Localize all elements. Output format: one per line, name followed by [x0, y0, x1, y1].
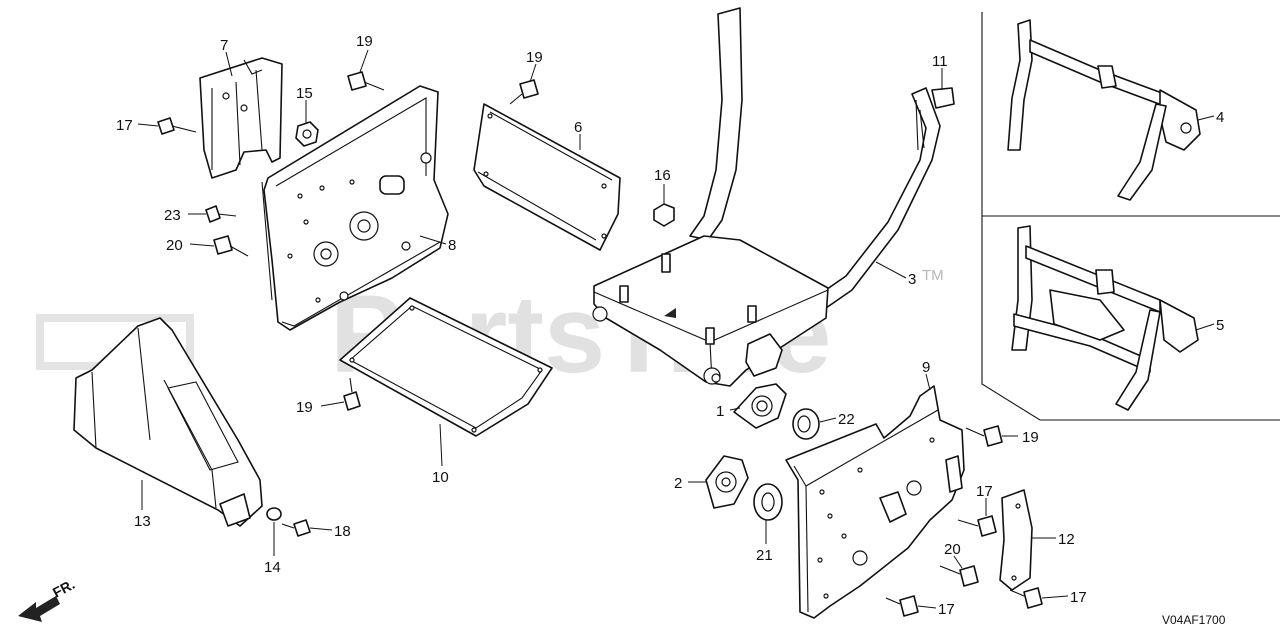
figure-code: V04AF1700	[1162, 613, 1226, 627]
leader-lines	[137, 49, 1215, 609]
callout-23: 23	[164, 207, 181, 224]
part-13-belt-cover[interactable]	[73, 317, 263, 527]
callout-22: 22	[838, 411, 855, 428]
part-21-bearing[interactable]	[753, 483, 783, 521]
part-3-gear-housing[interactable]	[592, 235, 829, 387]
callout-20-right: 20	[944, 541, 961, 558]
callout-10: 10	[432, 469, 449, 486]
part-10-gasket[interactable]	[339, 297, 553, 437]
callout-19-right: 19	[1022, 429, 1039, 446]
part-5-control-assembly[interactable]	[1011, 225, 1199, 411]
callout-17-bottom: 17	[938, 601, 955, 618]
callout-17-mid: 17	[976, 483, 993, 500]
callout-7: 7	[220, 37, 228, 54]
part-22-bearing[interactable]	[792, 408, 820, 440]
bolt-17-right[interactable]	[1009, 587, 1043, 609]
part-7-bracket[interactable]	[199, 57, 283, 179]
callout-17-right: 17	[1070, 589, 1087, 606]
bolt-19-top[interactable]	[347, 71, 385, 91]
front-direction-indicator: FR.	[18, 576, 77, 622]
bolt-23[interactable]	[205, 205, 237, 223]
callout-14: 14	[264, 559, 281, 576]
bolt-17-mid[interactable]	[957, 515, 997, 537]
callout-3: 3	[908, 271, 916, 288]
callout-6: 6	[574, 119, 582, 136]
callout-13: 13	[134, 513, 151, 530]
bolt-20-right[interactable]	[939, 565, 979, 587]
callout-15: 15	[296, 85, 313, 102]
callout-2: 2	[674, 475, 682, 492]
callout-9: 9	[922, 359, 930, 376]
part-6-cover-plate[interactable]	[473, 103, 621, 251]
part-2-flange[interactable]	[705, 455, 749, 509]
callout-17-left: 17	[116, 117, 133, 134]
washer-14[interactable]	[266, 507, 282, 521]
watermark-trademark: TM	[922, 267, 944, 284]
inset-panel	[981, 12, 1280, 421]
callout-19-top: 19	[356, 33, 373, 50]
part-1-bearing-holder[interactable]	[733, 383, 787, 429]
bolt-19-center[interactable]	[509, 79, 539, 105]
callout-labels: 7 19 15 17 19 6 23 20 8 16 11 3 4 5 19 1…	[116, 33, 1224, 618]
callout-19-lower: 19	[296, 399, 313, 416]
part-9-side-plate[interactable]	[785, 385, 965, 619]
callout-12: 12	[1058, 531, 1075, 548]
part-11-cap[interactable]	[931, 87, 955, 109]
callout-19-center: 19	[526, 49, 543, 66]
callout-21: 21	[756, 547, 773, 564]
arrow-left-down-icon	[18, 596, 60, 622]
part-4-handle-assembly[interactable]	[1007, 19, 1201, 201]
part-8-gear-plate[interactable]	[261, 85, 449, 331]
part-12-bracket[interactable]	[999, 489, 1033, 591]
bolt-18[interactable]	[281, 519, 311, 537]
bolt-19-lower[interactable]	[343, 377, 361, 411]
callout-8: 8	[448, 237, 456, 254]
callout-1: 1	[716, 403, 724, 420]
callout-20-left: 20	[166, 237, 183, 254]
part-15-nut[interactable]	[295, 121, 319, 147]
callout-5: 5	[1216, 317, 1224, 334]
callout-18: 18	[334, 523, 351, 540]
bolt-20-left[interactable]	[213, 235, 249, 257]
bolt-19-right[interactable]	[965, 425, 1003, 447]
bolt-17-left[interactable]	[157, 117, 197, 135]
callout-11: 11	[932, 53, 948, 70]
callout-16: 16	[654, 167, 671, 184]
direction-label: FR.	[50, 576, 77, 601]
bolt-17-bottom[interactable]	[885, 595, 919, 617]
part-16-nut[interactable]	[653, 203, 675, 227]
callout-4: 4	[1216, 109, 1224, 126]
